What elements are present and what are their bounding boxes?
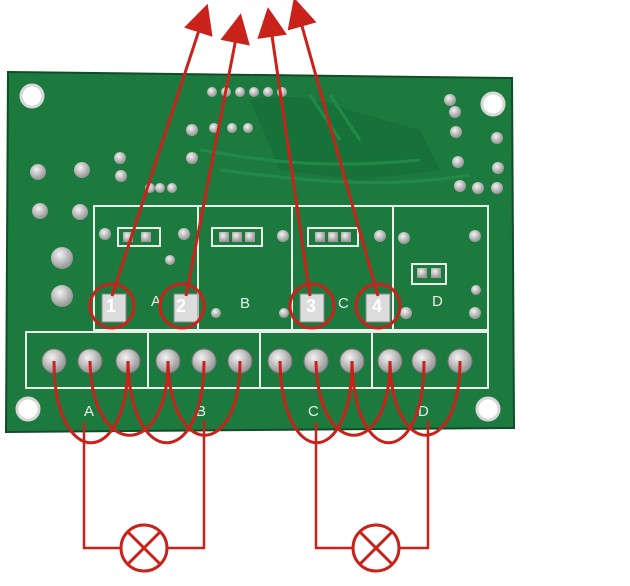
marker-2: 2 (158, 282, 206, 330)
marker-4: 4 (354, 282, 402, 330)
terminal-label-a: A (84, 403, 94, 420)
marker-4-label: 4 (372, 296, 382, 316)
terminal-wire-loops (52, 360, 462, 445)
component-pads (30, 87, 504, 307)
upper-label-c: C (338, 295, 349, 312)
relay-footprints (99, 227, 481, 319)
terminal-label-b: B (196, 403, 206, 420)
marker-1: 1 (88, 282, 136, 330)
lamp-icon (351, 523, 401, 573)
terminal-label-c: C (308, 403, 319, 420)
signal-arrows (110, 0, 380, 297)
lamp-icon (119, 523, 169, 573)
copper-trace-area (250, 96, 440, 180)
terminal-label-d: D (418, 403, 429, 420)
terminal-block-outline (25, 331, 489, 389)
upper-label-d: D (432, 293, 443, 310)
upper-label-a: A (151, 293, 161, 310)
marker-2-label: 2 (176, 296, 186, 316)
mounting-holes (15, 83, 506, 422)
marker-3-label: 3 (306, 296, 316, 316)
copper-trace-lines (199, 94, 471, 185)
marker-3: 3 (288, 282, 336, 330)
load-circuit-wires (82, 420, 430, 550)
marker-1-label: 1 (106, 296, 116, 316)
upper-label-b: B (240, 295, 250, 312)
